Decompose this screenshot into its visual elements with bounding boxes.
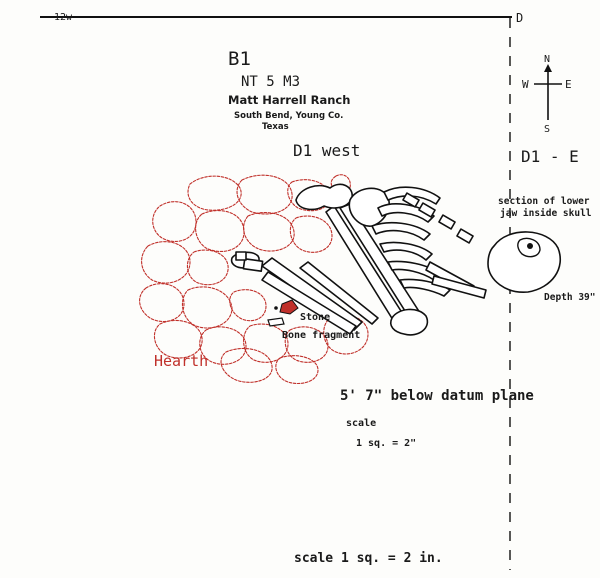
compass-north: N: [544, 54, 550, 65]
stone-marker: [274, 299, 299, 315]
site-name: Matt Harrell Ranch: [228, 93, 350, 107]
bottom-scale-label: scale 1 sq. = 2 in.: [294, 551, 443, 566]
compass-south: S: [544, 124, 550, 135]
hearth-rocks: [139, 174, 369, 385]
grid-east-label: D1 - E: [521, 147, 579, 166]
top-left-mark: 12w: [54, 12, 73, 23]
state: Texas: [262, 122, 289, 132]
stone-label: Stone: [300, 312, 330, 323]
jaw-note-line2: jaw inside skull: [500, 208, 592, 219]
depth-label: Depth 39": [544, 292, 595, 303]
datum-depth-label: 5' 7" below datum plane: [340, 388, 534, 404]
locality: South Bend, Young Co.: [234, 111, 343, 121]
compass-rose: N S E W: [522, 54, 572, 135]
skeleton: [230, 183, 562, 336]
bone-fragment-label: Bone fragment: [282, 330, 360, 341]
scale-title: scale: [346, 418, 376, 429]
skull-bone: [487, 231, 562, 293]
compass-east: E: [565, 78, 572, 91]
jaw-note-line1: section of lower: [498, 196, 590, 207]
top-right-mark: D: [516, 11, 523, 25]
burial-id: B1: [228, 48, 251, 70]
grid-west-label: D1 west: [293, 141, 360, 160]
site-code: NT 5 M3: [241, 74, 300, 90]
compass-west: W: [522, 78, 529, 91]
bone-fragment-marker: [267, 317, 285, 327]
scale-value: 1 sq. = 2": [356, 438, 416, 449]
hearth-label: Hearth: [154, 352, 208, 370]
